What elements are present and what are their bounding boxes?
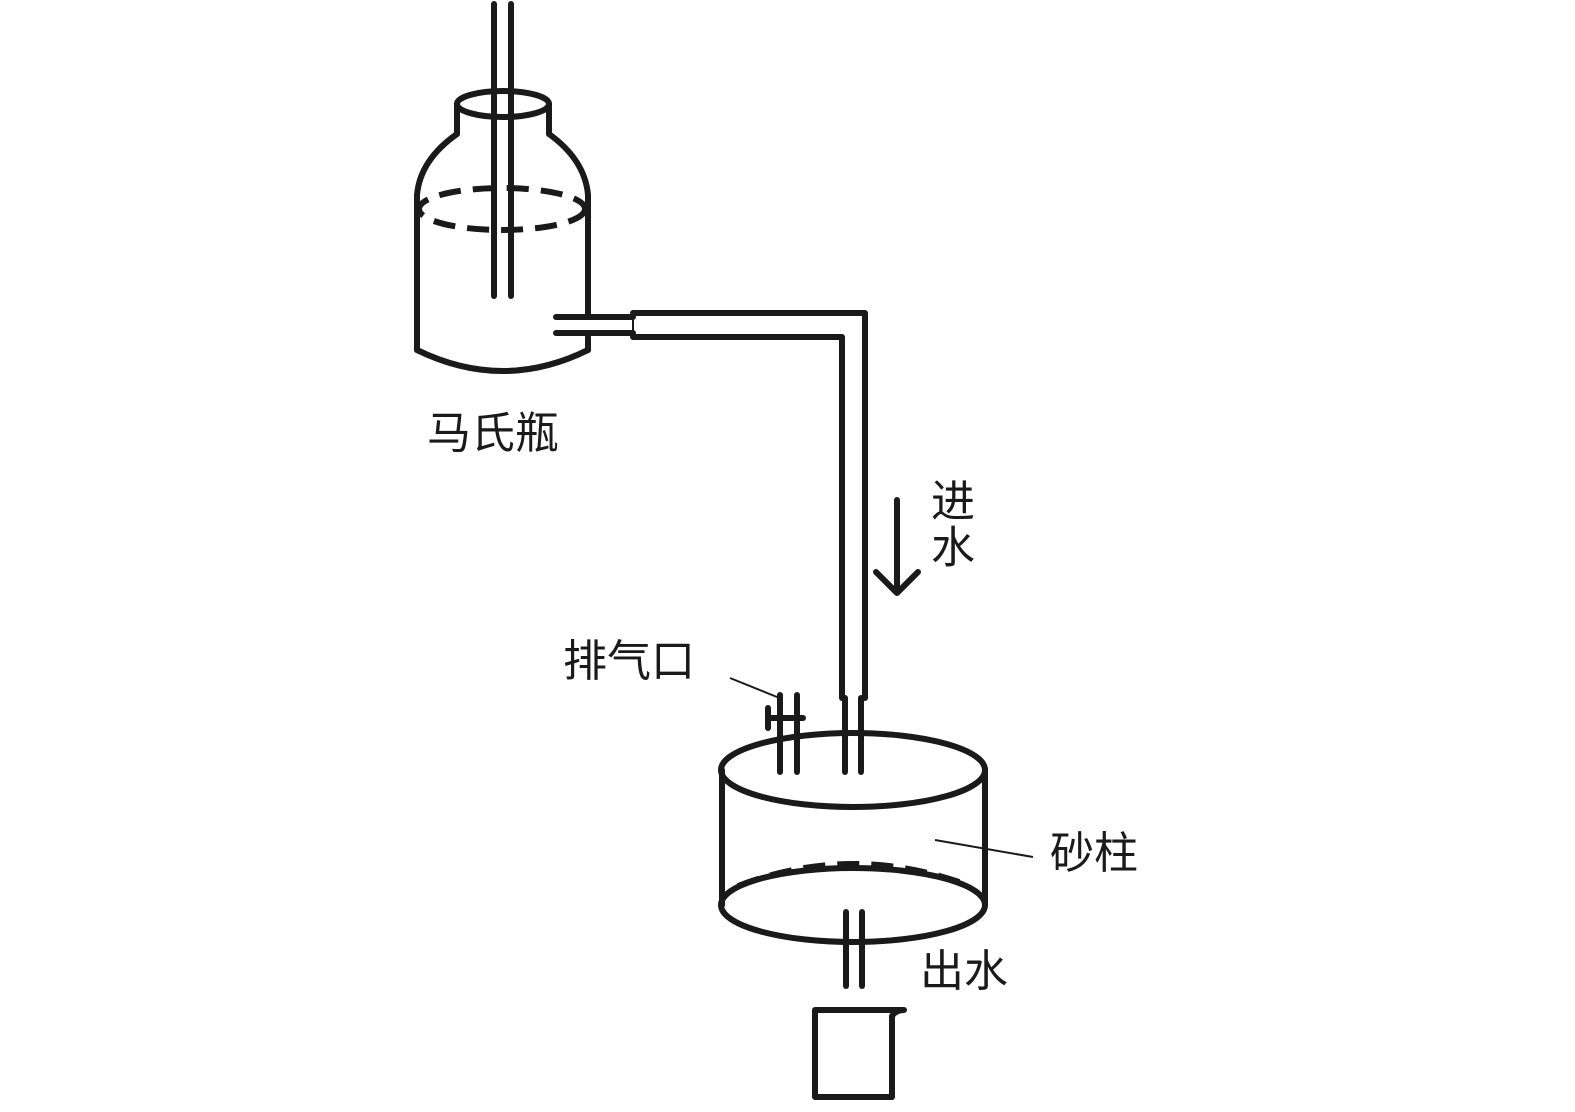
beaker — [812, 1007, 907, 1100]
water-out-label: 出水 — [920, 946, 1008, 997]
vent-leader-line — [729, 677, 783, 700]
sand-column-leader-line — [934, 839, 1034, 858]
bottle-shoulder-left — [414, 131, 460, 198]
mariotte-bottle-label: 马氏瓶 — [427, 408, 559, 459]
column-bottom — [718, 865, 988, 945]
arrow-down-icon — [873, 497, 921, 596]
sand-column-label: 砂柱 — [1050, 828, 1138, 879]
column-sand-level — [736, 861, 972, 889]
bottle-water-level — [416, 185, 588, 233]
tubing-outer-wall — [630, 310, 868, 701]
mariotte-bottle — [414, 1, 636, 374]
arrow-head — [873, 569, 921, 596]
water-in-label: 进水 — [923, 478, 974, 570]
vent-label: 排气口 — [563, 636, 695, 687]
supply-tubing — [630, 310, 868, 775]
beaker-outline — [812, 1007, 907, 1100]
bottle-bottom — [414, 347, 591, 374]
bottle-mouth — [454, 88, 552, 120]
tubing-inner-wall — [630, 334, 845, 701]
bottle-shoulder-right — [546, 131, 591, 198]
sand-column — [718, 730, 988, 989]
column-top — [718, 730, 988, 810]
